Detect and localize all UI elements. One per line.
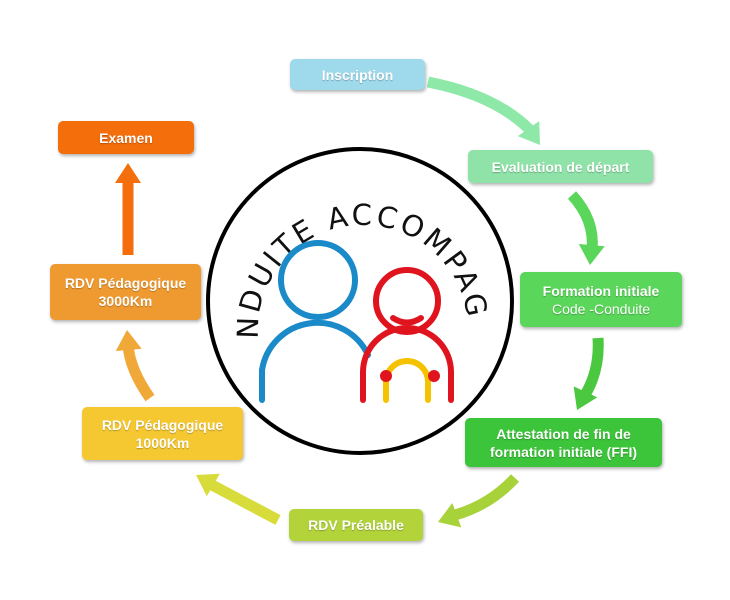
step-sublabel: Code -Conduite xyxy=(551,300,651,317)
step-label: formation initiale (FFI) xyxy=(490,443,637,460)
adult-body-icon xyxy=(259,319,371,403)
arrow-shaft xyxy=(453,474,520,521)
step-label: Examen xyxy=(99,129,153,146)
step-label: RDV Pédagogique xyxy=(64,275,187,291)
arrow-shaft xyxy=(209,480,281,525)
step-rdv-1000km: RDV Pédagogique 1000Km xyxy=(82,407,243,460)
arrow-head-icon xyxy=(517,121,540,145)
step-label: 1000Km xyxy=(135,434,190,451)
step-label: Attestation de fin de xyxy=(496,425,631,442)
arrow-head-icon xyxy=(115,330,142,352)
arrow-shaft xyxy=(567,191,598,251)
step-label: RDV Préalable xyxy=(308,517,404,533)
arrow-head-icon xyxy=(578,243,605,265)
step-formation-initiale: Formation initiale Code -Conduite xyxy=(520,272,682,327)
child-smile-icon xyxy=(390,315,424,326)
child-head-icon xyxy=(373,267,441,335)
step-label: 3000Km xyxy=(98,293,153,309)
step-inscription: Inscription xyxy=(290,59,425,90)
step-label: Inscription xyxy=(321,66,394,83)
arrow-shaft xyxy=(426,76,534,134)
step-examen: Examen xyxy=(58,121,194,154)
child-body-icon xyxy=(360,325,454,403)
arrow-head-icon xyxy=(115,163,141,183)
step-evaluation: Evaluation de départ xyxy=(468,150,653,183)
arrow-head-icon xyxy=(196,473,220,497)
arrow-shaft xyxy=(122,344,155,402)
step-label: Formation initiale xyxy=(542,282,660,299)
badge: CONDUITE ACCOMPAGNÉE xyxy=(0,0,514,455)
step-attestation: Attestation de fin de formation initiale… xyxy=(465,418,662,467)
arrow-head-icon xyxy=(438,502,462,528)
child-hand-icon xyxy=(380,370,392,382)
arrow-shaft xyxy=(580,337,604,398)
step-label: Evaluation de départ xyxy=(491,158,630,175)
step-rdv-3000km: RDV Pédagogique 3000Km xyxy=(50,264,201,320)
child-hand-icon xyxy=(428,370,440,382)
step-label: RDV Pédagogique xyxy=(101,416,224,433)
adult-head-icon xyxy=(278,240,358,320)
arrow-head-icon xyxy=(573,386,598,410)
arrows xyxy=(115,76,605,528)
step-rdv-prealable: RDV Préalable xyxy=(289,509,423,541)
